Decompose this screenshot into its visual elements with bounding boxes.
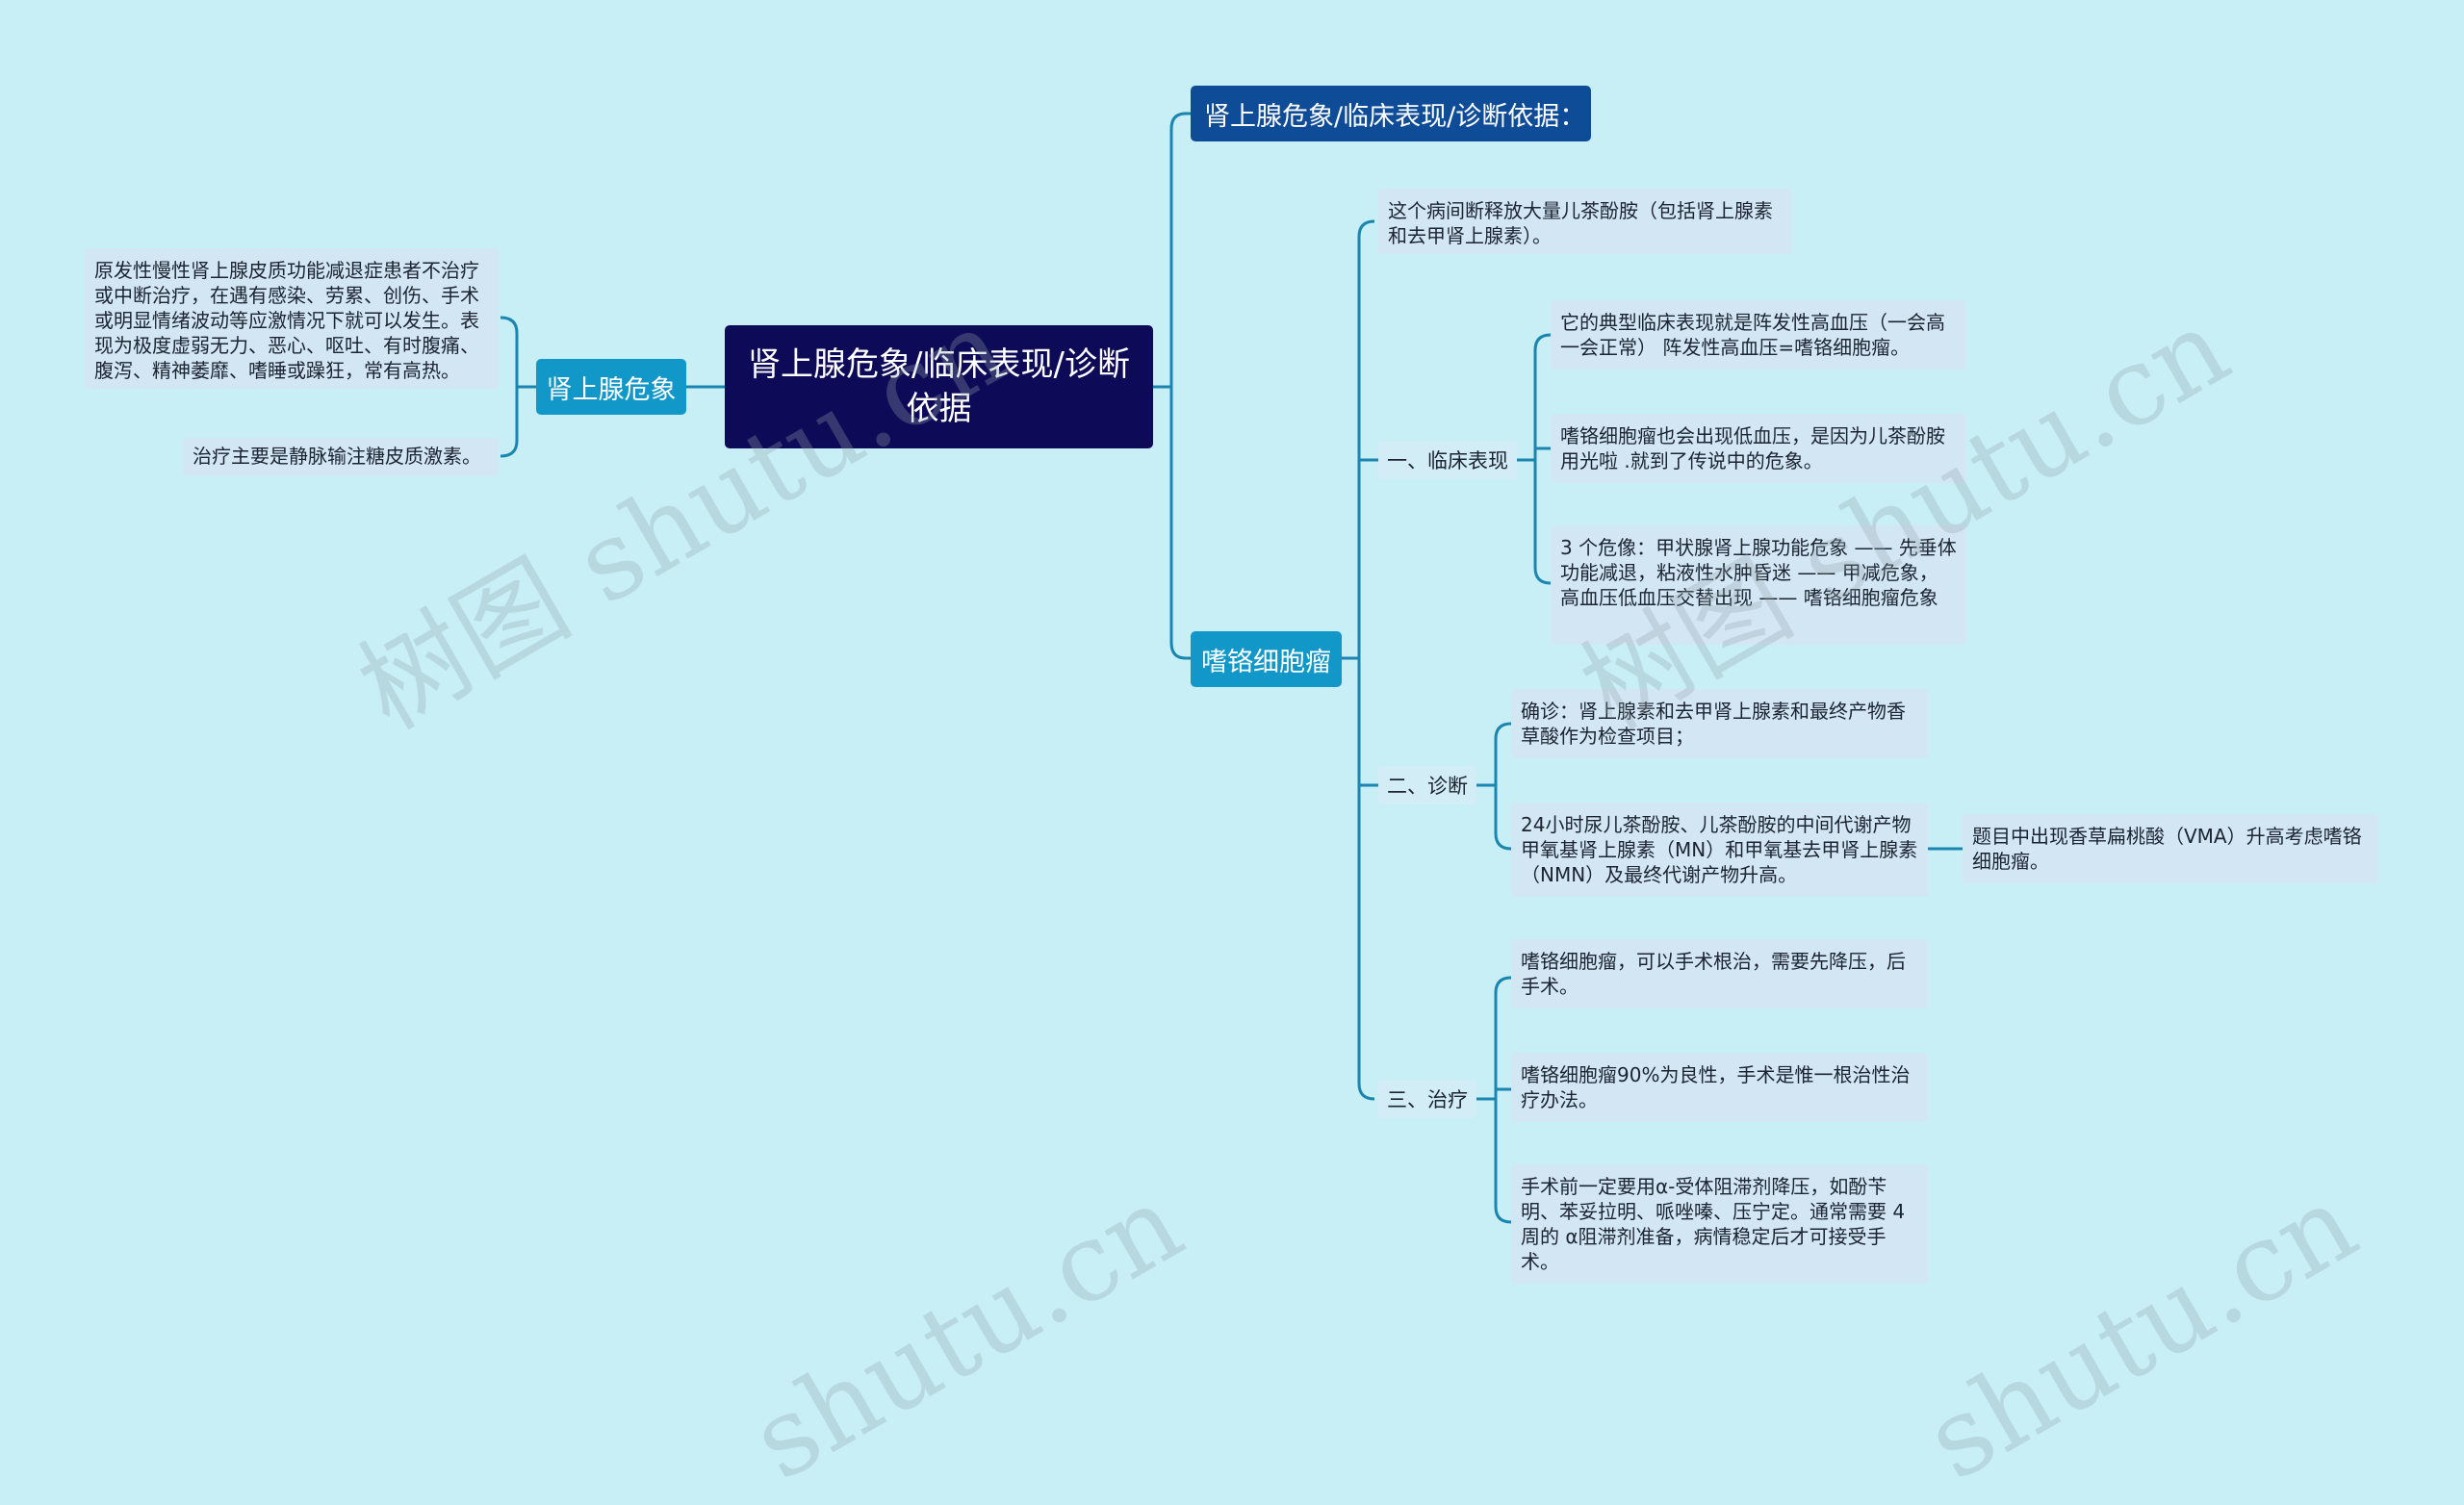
leaf-pheo-intro[interactable]: 这个病间断释放大量儿茶酚胺（包括肾上腺素和去甲肾上腺素）。 [1378,189,1792,254]
leaf-treatment-3[interactable]: 手术前一定要用α-受体阻滞剂降压，如酚苄明、苯妥拉明、哌唑嗪、压宁定。通常需要 … [1511,1164,1928,1284]
leaf-adrenal-crisis-treatment[interactable]: 治疗主要是静脉输注糖皮质激素。 [183,438,499,476]
mind-map-canvas: 肾上腺危象/临床表现/诊断依据 肾上腺危象 原发性慢性肾上腺皮质功能减退症患者不… [85,86,2378,1505]
leaf-clinical-2[interactable]: 嗜铬细胞瘤也会出现低血压，是因为儿茶酚胺用光啦 .就到了传说中的危象。 [1551,414,1966,483]
sub-diagnosis[interactable]: 二、诊断 [1378,766,1476,804]
leaf-diagnosis-extra[interactable]: 题目中出现香草扁桃酸（VMA）升高考虑嗜铬细胞瘤。 [1963,814,2378,883]
leaf-text: 题目中出现香草扁桃酸（VMA）升高考虑嗜铬细胞瘤。 [1972,825,2362,873]
sub-label: 一、临床表现 [1387,449,1508,472]
leaf-treatment-2[interactable]: 嗜铬细胞瘤90%为良性，手术是惟一根治性治疗办法。 [1511,1053,1928,1122]
connector-root-right [1153,112,1187,660]
sub-clinical-manifestation[interactable]: 一、临床表现 [1378,441,1517,479]
sub-label: 三、治疗 [1387,1088,1468,1111]
connector-pheo-trunk [1342,219,1378,1101]
leaf-text: 嗜铬细胞瘤90%为良性，手术是惟一根治性治疗办法。 [1521,1063,1911,1111]
leaf-text: 嗜铬细胞瘤，可以手术根治，需要先降压，后手术。 [1521,950,1906,998]
leaf-adrenal-crisis-description[interactable]: 原发性慢性肾上腺皮质功能减退症患者不治疗或中断治疗，在遇有感染、劳累、创伤、手术… [85,248,499,389]
leaf-text: 确诊：肾上腺素和去甲肾上腺素和最终产物香草酸作为检查项目； [1521,700,1906,748]
sub-treatment[interactable]: 三、治疗 [1378,1080,1476,1118]
branch-pheochromocytoma[interactable]: 嗜铬细胞瘤 [1191,631,1342,687]
leaf-clinical-3[interactable]: 3 个危像：甲状腺肾上腺功能危象 —— 先垂体功能减退，粘液性水肿昏迷 —— 甲… [1551,525,1966,645]
leaf-text: 这个病间断释放大量儿茶酚胺（包括肾上腺素和去甲肾上腺素）。 [1388,199,1773,247]
connector-diagnosis-leaves [1476,722,1512,851]
leaf-text: 它的典型临床表现就是阵发性高血压（一会高一会正常） 阵发性高血压=嗜铬细胞瘤。 [1560,311,1945,359]
leaf-text: 嗜铬细胞瘤也会出现低血压，是因为儿茶酚胺用光啦 .就到了传说中的危象。 [1560,424,1945,472]
connector-clinical-leaves [1517,333,1552,585]
root-topic[interactable]: 肾上腺危象/临床表现/诊断依据 [725,325,1153,448]
branch-pheochromocytoma-label: 嗜铬细胞瘤 [1201,647,1331,677]
leaf-text: 原发性慢性肾上腺皮质功能减退症患者不治疗或中断治疗，在遇有感染、劳累、创伤、手术… [94,259,479,382]
connector-treatment-leaves [1476,976,1512,1224]
branch-title-repeat-label: 肾上腺危象/临床表现/诊断依据： [1204,101,1586,132]
branch-adrenal-crisis[interactable]: 肾上腺危象 [536,359,686,415]
connector-left-leaves [500,316,536,458]
leaf-text: 手术前一定要用α-受体阻滞剂降压，如酚苄明、苯妥拉明、哌唑嗪、压宁定。通常需要 … [1521,1175,1906,1273]
sub-label: 二、诊断 [1387,775,1468,798]
leaf-treatment-1[interactable]: 嗜铬细胞瘤，可以手术根治，需要先降压，后手术。 [1511,939,1928,1008]
leaf-text: 治疗主要是静脉输注糖皮质激素。 [192,445,481,468]
branch-title-repeat[interactable]: 肾上腺危象/临床表现/诊断依据： [1191,86,1591,141]
branch-adrenal-crisis-label: 肾上腺危象 [546,374,677,405]
connector-lines [500,112,1963,1224]
leaf-clinical-1[interactable]: 它的典型临床表现就是阵发性高血压（一会高一会正常） 阵发性高血压=嗜铬细胞瘤。 [1551,300,1966,370]
leaf-text: 3 个危像：甲状腺肾上腺功能危象 —— 先垂体功能减退，粘液性水肿昏迷 —— 甲… [1560,536,1957,609]
leaf-text: 24小时尿儿茶酚胺、儿茶酚胺的中间代谢产物甲氧基肾上腺素（MN）和甲氧基去甲肾上… [1521,813,1918,886]
leaf-diagnosis-2[interactable]: 24小时尿儿茶酚胺、儿茶酚胺的中间代谢产物甲氧基肾上腺素（MN）和甲氧基去甲肾上… [1511,803,1928,897]
root-topic-label: 肾上腺危象/临床表现/诊断依据 [748,345,1130,428]
leaf-diagnosis-1[interactable]: 确诊：肾上腺素和去甲肾上腺素和最终产物香草酸作为检查项目； [1511,689,1928,758]
